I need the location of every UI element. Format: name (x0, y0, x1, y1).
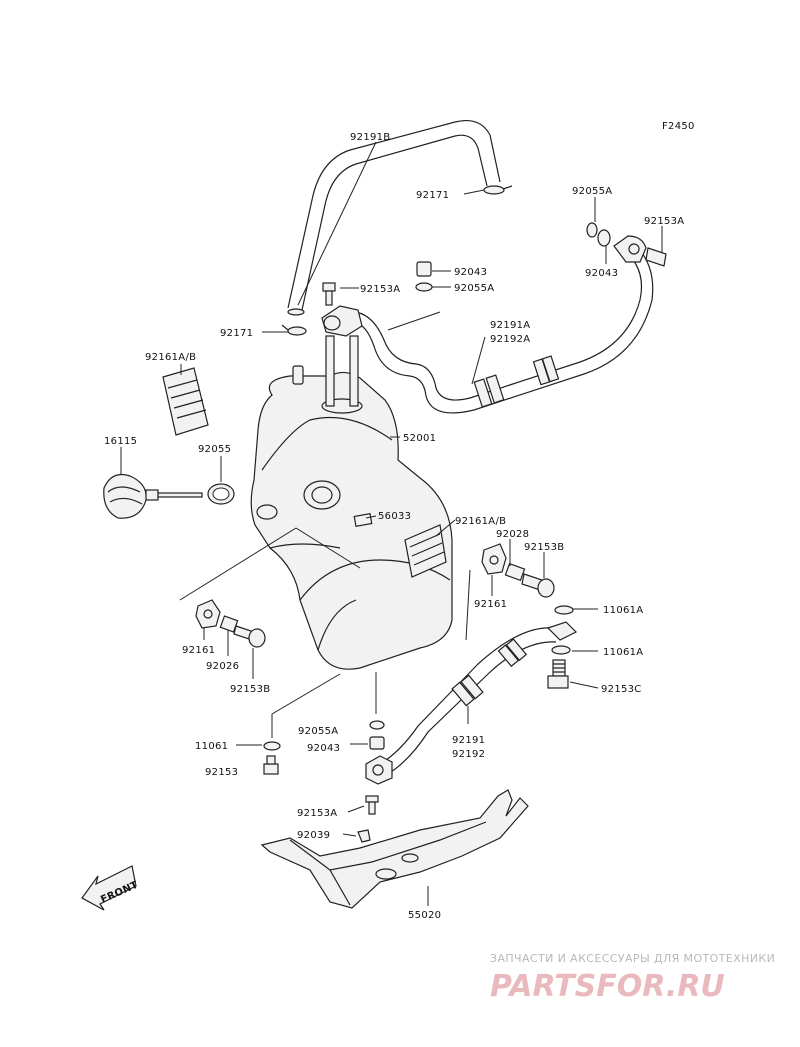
label-92055: 92055 (198, 444, 231, 455)
bolt-92153B-right (521, 573, 555, 598)
fuel-cap-16115 (103, 473, 203, 519)
hose-clip-92171-mid (281, 324, 307, 336)
gasket-92055 (207, 483, 235, 505)
watermark-tagline: ЗАПЧАСТИ И АКСЕССУАРЫ ДЛЯ МОТОТЕХНИКИ (490, 952, 775, 965)
label-92161AB-left: 92161A/B (145, 352, 196, 363)
figure-code: F2450 (662, 121, 695, 132)
label-11061A-2: 11061A (603, 647, 643, 658)
label-92055A-mid: 92055A (454, 283, 494, 294)
label-92192A: 92192A (490, 334, 530, 345)
banjo-fitting-lower (365, 755, 393, 785)
washer-stack-low (369, 720, 385, 750)
banjo-fitting-center (321, 305, 363, 337)
drain-bolt-92153 (263, 755, 279, 775)
hose-clip-92171-top (483, 185, 513, 195)
label-92026: 92026 (206, 661, 239, 672)
leader-lines (120, 141, 663, 906)
label-92043-mid: 92043 (454, 267, 487, 278)
washer-stack-center (415, 261, 433, 292)
label-55020: 55020 (408, 910, 441, 921)
label-92153B-left: 92153B (230, 684, 270, 695)
bolt-92153B-left (233, 625, 266, 648)
collar-92028-right (504, 562, 526, 582)
label-92191: 92191 (452, 735, 485, 746)
label-92153: 92153 (205, 767, 238, 778)
bolt-92153A-low (365, 795, 379, 815)
breather-hose-92191B (287, 119, 501, 316)
washer-11061 (263, 741, 281, 751)
part-labels: 92191B 92171 92055A 92153A 92043 92043 9… (104, 132, 684, 921)
mount-rubber-92161-left (195, 599, 221, 629)
label-92153B-right: 92153B (524, 542, 564, 553)
label-92153A-right: 92153A (644, 216, 684, 227)
label-92153A-low: 92153A (297, 808, 337, 819)
label-92153C: 92153C (601, 684, 642, 695)
decal-56033 (353, 512, 373, 528)
label-92161AB-right: 92161A/B (455, 516, 506, 527)
label-56033: 56033 (378, 511, 411, 522)
bolt-92153C (547, 659, 569, 689)
label-92028: 92028 (496, 529, 529, 540)
clip-92039 (357, 829, 371, 843)
label-92153A-mid: 92153A (360, 284, 400, 295)
fitting-11061A-upper (546, 605, 578, 641)
label-92161-right: 92161 (474, 599, 507, 610)
label-92191B: 92191B (350, 132, 390, 143)
skid-plate-55020 (260, 789, 529, 909)
label-92161AB-right (404, 524, 447, 578)
watermark-brand: PARTSFOR.RU (490, 969, 725, 1004)
label-92043-low: 92043 (307, 743, 340, 754)
banjo-fitting-right (613, 235, 667, 267)
label-11061A-1: 11061A (603, 605, 643, 616)
watermark: ЗАПЧАСТИ И АКСЕССУАРЫ ДЛЯ МОТОТЕХНИКИ PA… (490, 952, 775, 1004)
label-92055A-top: 92055A (572, 186, 612, 197)
bolt-92153A-mid (322, 282, 336, 306)
fuel-hose-92191A (351, 247, 654, 414)
label-11061: 11061 (195, 741, 228, 752)
label-92161-left: 92161 (182, 645, 215, 656)
mount-rubber-92161-right (481, 543, 507, 575)
front-direction-arrow: FRONT (81, 865, 140, 911)
label-16115: 16115 (104, 436, 137, 447)
label-92191A: 92191A (490, 320, 530, 331)
label-52001: 52001 (403, 433, 436, 444)
fuel-hose-92191 (379, 627, 557, 775)
fuel-tank-52001 (250, 335, 453, 670)
label-92192: 92192 (452, 749, 485, 760)
washers-right (586, 222, 611, 247)
label-92171-mid: 92171 (220, 328, 253, 339)
label-92161AB-left (162, 367, 209, 436)
label-92043-right: 92043 (585, 268, 618, 279)
washer-11061A-lower (551, 645, 571, 655)
label-92171-top: 92171 (416, 190, 449, 201)
label-92055A-low: 92055A (298, 726, 338, 737)
label-92039: 92039 (297, 830, 330, 841)
